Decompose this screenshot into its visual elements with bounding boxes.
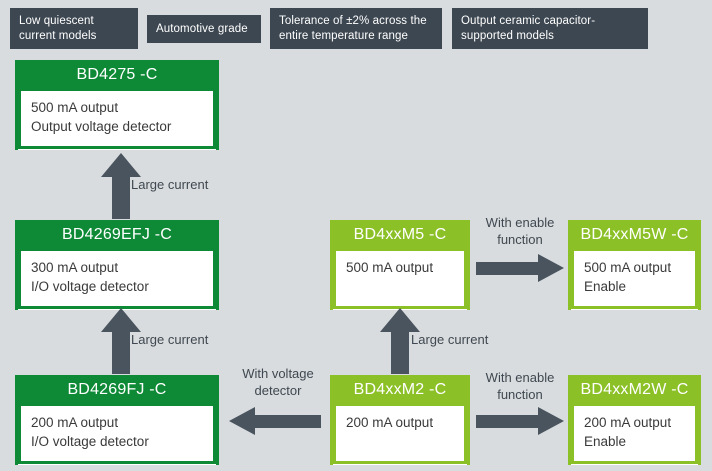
arrow-right-icon-bd4xxm5-to-bd4xxm5w (476, 253, 564, 283)
product-line: I/O voltage detector (31, 434, 149, 449)
product-title-bd4xxm2wc: BD4xxM2W -C (568, 375, 701, 406)
product-body-bd4xxm5wc: 500 mA output Enable (571, 251, 698, 309)
product-box-bd4275c[interactable]: BD4275 -C 500 mA output Output voltage d… (15, 60, 219, 150)
product-body-bd4xxm2c: 200 mA output (333, 406, 467, 464)
product-body-bd4275c: 500 mA output Output voltage detector (18, 91, 216, 149)
arrow-label-large-current-bottom-left: Large current (131, 332, 209, 347)
feature-tag-automotive-grade: Automotive grade (147, 15, 261, 43)
product-title-bd4xxm5c: BD4xxM5 -C (330, 220, 470, 251)
product-line: Output voltage detector (31, 119, 172, 134)
product-line: 200 mA output (584, 415, 672, 430)
arrow-label-with-voltage-detector: With voltage detector (242, 366, 314, 398)
product-line: Enable (584, 279, 627, 294)
product-title-bd4275c: BD4275 -C (15, 60, 219, 91)
product-title-bd4269efjc: BD4269EFJ -C (15, 220, 219, 251)
arrow-up-icon-bd4269efj-to-bd4275 (100, 153, 142, 219)
feature-tag-low-quiescent: Low quiescent current models (10, 8, 138, 49)
arrow-up-icon-bd4xxm2-to-bd4xxm5 (379, 308, 421, 374)
product-line: 500 mA output (346, 260, 434, 275)
product-box-bd4269fjc[interactable]: BD4269FJ -C 200 mA output I/O voltage de… (15, 375, 219, 465)
arrow-label-large-current-middle: Large current (411, 332, 489, 347)
product-line: 300 mA output (31, 260, 119, 275)
arrow-label-with-enable-top: With enable function (485, 215, 555, 247)
product-line: 200 mA output (346, 415, 434, 430)
product-line: 500 mA output (31, 100, 119, 115)
product-box-bd4xxm2wc[interactable]: BD4xxM2W -C 200 mA output Enable (568, 375, 701, 465)
product-body-bd4xxm2wc: 200 mA output Enable (571, 406, 698, 464)
product-title-bd4xxm2c: BD4xxM2 -C (330, 375, 470, 406)
product-line: 200 mA output (31, 415, 119, 430)
product-title-bd4269fjc: BD4269FJ -C (15, 375, 219, 406)
product-body-bd4269fjc: 200 mA output I/O voltage detector (18, 406, 216, 464)
product-box-bd4269efjc[interactable]: BD4269EFJ -C 300 mA output I/O voltage d… (15, 220, 219, 310)
product-line: Enable (584, 434, 627, 449)
product-line: I/O voltage detector (31, 279, 149, 294)
arrow-label-large-current-top-left: Large current (131, 177, 209, 192)
feature-tag-tolerance: Tolerance of ±2% across the entire tempe… (270, 8, 442, 49)
product-line: 500 mA output (584, 260, 672, 275)
product-box-bd4xxm2c[interactable]: BD4xxM2 -C 200 mA output (330, 375, 470, 465)
product-box-bd4xxm5c[interactable]: BD4xxM5 -C 500 mA output (330, 220, 470, 310)
arrow-left-icon-bd4xxm2-to-bd4269fj (229, 406, 321, 436)
feature-tag-ceramic-capacitor: Output ceramic capacitor- supported mode… (452, 8, 648, 49)
product-body-bd4269efjc: 300 mA output I/O voltage detector (18, 251, 216, 309)
arrow-up-icon-bd4269fj-to-bd4269efj (100, 308, 142, 374)
arrow-right-icon-bd4xxm2-to-bd4xxm2w (476, 406, 564, 436)
product-body-bd4xxm5c: 500 mA output (333, 251, 467, 309)
product-title-bd4xxm5wc: BD4xxM5W -C (568, 220, 701, 251)
arrow-label-with-enable-bottom: With enable function (485, 370, 555, 402)
product-box-bd4xxm5wc[interactable]: BD4xxM5W -C 500 mA output Enable (568, 220, 701, 310)
